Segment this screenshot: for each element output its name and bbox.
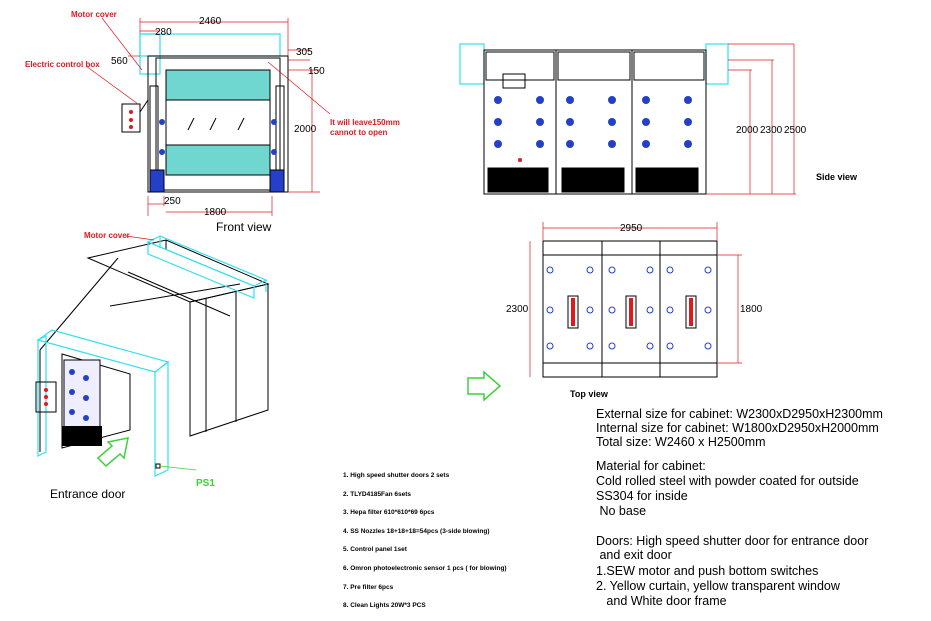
motor-cover-label: Motor cover: [71, 10, 117, 19]
top-dim-depth-right: 1800: [740, 304, 763, 315]
side-dim-2300: 2300: [760, 125, 783, 136]
front-view-drawing: [85, 17, 331, 216]
iso-motor-cover-label: Motor cover: [84, 231, 130, 240]
front-view-title: Front view: [216, 220, 272, 234]
dim-280: 280: [155, 27, 172, 38]
parts-item: 5. Control panel 1set: [343, 546, 407, 554]
parts-item: 2. TLYD4185Fan 6sets: [343, 490, 412, 498]
leave-note-line1: It will leave150mm: [330, 118, 400, 127]
leave-note-line2: cannot to open: [330, 128, 388, 137]
spec-external: External size for cabinet: W2300xD2950xH…: [596, 407, 883, 421]
side-dim-2500: 2500: [784, 125, 807, 136]
side-view-title: Side view: [816, 172, 858, 182]
iso-view-drawing: [35, 235, 270, 477]
side-view-drawing: [459, 43, 796, 195]
parts-item: 6. Omron photoelectronic sensor 1 pcs ( …: [343, 564, 507, 572]
spec-material-3: No base: [596, 504, 647, 518]
spec-material-2: SS304 for inside: [596, 489, 688, 503]
ps1-label: PS1: [196, 478, 215, 489]
dim-width: 2460: [199, 16, 222, 27]
electric-control-box-label: Electric control box: [25, 60, 100, 69]
spec-total: Total size: W2460 x H2500mm: [596, 435, 766, 449]
spec-material-title: Material for cabinet:: [596, 459, 706, 473]
entrance-arrow-icon: [96, 437, 129, 468]
dim-inner-width: 1800: [204, 207, 227, 218]
spec-doors-1: Doors: High speed shutter door for entra…: [596, 534, 869, 548]
side-dim-2000: 2000: [736, 125, 759, 136]
top-view-title: Top view: [570, 389, 608, 399]
dim-305: 305: [296, 47, 313, 58]
parts-item: 4. SS Nozzles 18+18+18=54pcs (3-side blo…: [343, 527, 490, 535]
spec-doors-2: and exit door: [596, 548, 672, 562]
parts-item: 1. High speed shutter doors 2 sets: [343, 472, 450, 479]
top-view-drawing: [467, 222, 742, 402]
parts-list: 1. High speed shutter doors 2 sets 2. TL…: [343, 472, 507, 621]
entrance-door-label: Entrance door: [50, 487, 126, 501]
spec-doors-5: and White door frame: [596, 594, 727, 608]
parts-item: 3. Hepa filter 610*610*69 6pcs: [343, 509, 435, 517]
spec-material-1: Cold rolled steel with powder coated for…: [596, 474, 859, 488]
spec-internal: Internal size for cabinet: W1800xD2950xH…: [596, 421, 879, 435]
dim-150: 150: [308, 66, 325, 77]
top-dim-length: 2950: [620, 223, 643, 234]
parts-item: 8. Clean Lights 20W*3 PCS: [343, 602, 426, 610]
entry-arrow-icon: [467, 370, 502, 402]
top-dim-depth-left: 2300: [506, 304, 529, 315]
dim-560: 560: [111, 56, 128, 67]
parts-item: 7. Pre filter 6pcs: [343, 583, 394, 591]
dim-250: 250: [164, 196, 181, 207]
spec-doors-4: 2. Yellow curtain, yellow transparent wi…: [596, 579, 840, 593]
dim-height: 2000: [294, 124, 317, 135]
spec-doors-3: 1.SEW motor and push bottom switches: [596, 564, 819, 578]
